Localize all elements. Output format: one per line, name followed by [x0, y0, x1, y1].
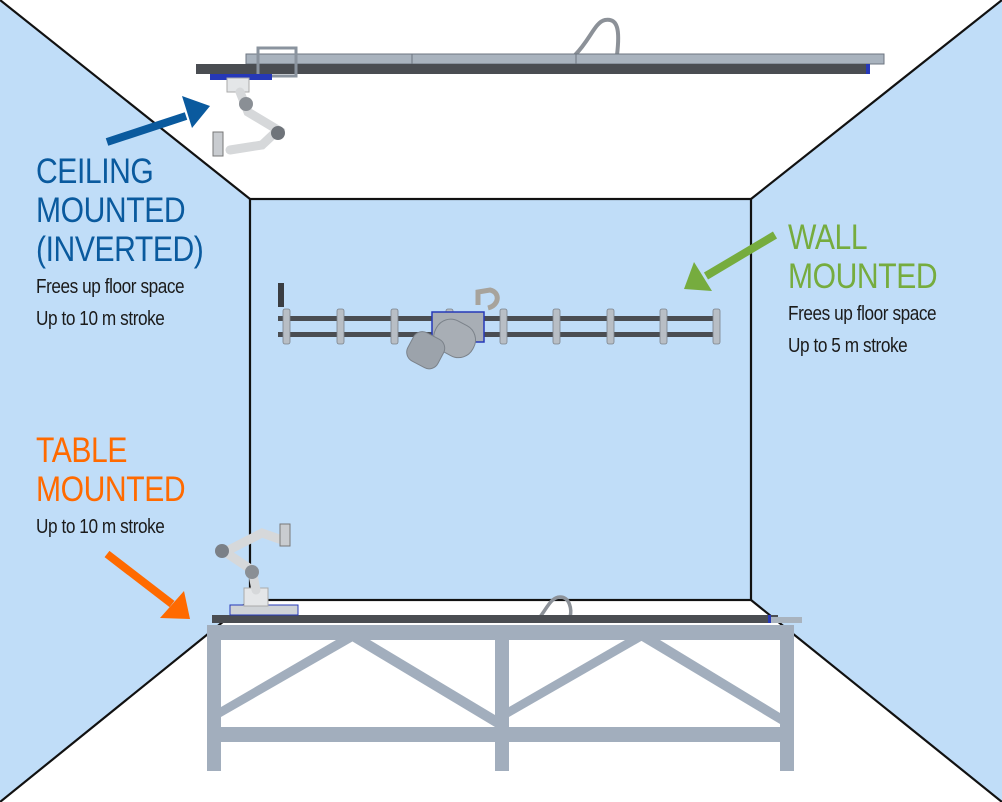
table-brace [221, 640, 355, 717]
table-leg-left [207, 625, 221, 771]
wall-arrow [684, 231, 778, 291]
wall-rail-bracket [499, 308, 508, 345]
ceiling-mounted-details: Frees up floor space Up to 10 m stroke [36, 271, 203, 335]
ceiling-title-line: CEILING [36, 152, 154, 191]
wall-detail-line: Frees up floor space [788, 303, 937, 325]
wall-rail-bracket [712, 308, 721, 345]
wall-rail-bracket [659, 308, 668, 345]
table-arrow [104, 550, 190, 619]
ceiling-mounted-callout: CEILING MOUNTED (INVERTED) Frees up floo… [36, 152, 231, 335]
table-title-line: MOUNTED [36, 470, 186, 509]
table-robot-joint [215, 544, 229, 558]
wall-rail-upper [278, 316, 720, 321]
arrow-down-left-head [684, 262, 712, 291]
wall-rail-bracket [552, 308, 561, 345]
table-brace [640, 640, 780, 724]
table-detail-line: Up to 10 m stroke [36, 516, 165, 538]
table-mounted-callout: TABLE MOUNTED Up to 10 m stroke [36, 431, 209, 543]
ceiling-mounted-track [196, 17, 885, 157]
wall-cable-carrier [475, 287, 500, 311]
table-brace [350, 640, 495, 727]
ceiling-detail-line: Frees up floor space [36, 276, 185, 298]
arrow-down-left-icon [703, 231, 778, 280]
table-rail [212, 615, 778, 623]
ceiling-mounted-title: CEILING MOUNTED (INVERTED) [36, 152, 204, 269]
ceiling-cable-carrier [573, 17, 621, 57]
wall-robot-lower-link [406, 331, 446, 370]
table-mounted-title: TABLE MOUNTED [36, 431, 186, 509]
steel-table-frame [207, 625, 794, 771]
table-title-line: TABLE [36, 431, 127, 470]
table-leg-middle [495, 625, 509, 771]
arrow-down-right-head [160, 591, 190, 619]
back-wall [250, 199, 751, 600]
wall-title-line: WALL [788, 218, 868, 257]
table-cable-carrier [538, 595, 573, 619]
wall-mounted-details: Frees up floor space Up to 5 m stroke [788, 298, 937, 362]
table-lower-beam [207, 727, 794, 742]
wall-rail-bracket [336, 308, 345, 345]
left-wall [0, 0, 250, 802]
ceiling-title-line: MOUNTED [36, 191, 186, 230]
wall-end-motor [278, 283, 284, 307]
table-robot-joint [245, 565, 259, 579]
ceiling-robot-tool [212, 131, 224, 157]
ceiling-rail-lower [196, 64, 866, 74]
arrow-up-right-head [182, 96, 210, 128]
room-edge-top-right [750, 0, 1002, 200]
wall-rail-lower [278, 332, 720, 337]
table-mounted-details: Up to 10 m stroke [36, 511, 185, 543]
ceiling-robot-joint [271, 126, 285, 140]
table-rail-endcap [768, 615, 771, 623]
ceiling-rail-endcap [866, 64, 870, 74]
arrow-up-right-icon [105, 112, 188, 146]
wall-rail-bracket [606, 308, 615, 345]
table-rail-extension [770, 617, 802, 623]
room-edge-top-left [0, 0, 251, 200]
wall-title-line: MOUNTED [788, 257, 938, 296]
wall-mounted-title: WALL MOUNTED [788, 218, 938, 296]
wall-mounted-track [278, 283, 721, 370]
wall-detail-line: Up to 5 m stroke [788, 335, 908, 357]
ceiling-arrow [105, 96, 210, 146]
table-mounted-track [207, 523, 802, 771]
table-leg-right [780, 625, 794, 771]
ceiling-title-line: (INVERTED) [36, 230, 204, 269]
ceiling-rail-upper [245, 53, 885, 65]
wall-rail-bracket [282, 308, 291, 345]
wall-robot [406, 318, 477, 370]
back-wall-outline [248, 197, 753, 602]
right-wall [751, 0, 1002, 802]
wall-mounted-callout: WALL MOUNTED Frees up floor space Up to … [788, 218, 961, 362]
ceiling-carriage-frame [256, 46, 298, 78]
wall-rail-bracket [390, 308, 399, 345]
table-brace [509, 640, 643, 717]
ceiling-robot-joint [239, 97, 253, 111]
table-robot-tool [279, 523, 291, 547]
ceiling-detail-line: Up to 10 m stroke [36, 308, 165, 330]
arrow-down-right-icon [104, 550, 175, 608]
ceiling-carriage-base [210, 74, 272, 80]
